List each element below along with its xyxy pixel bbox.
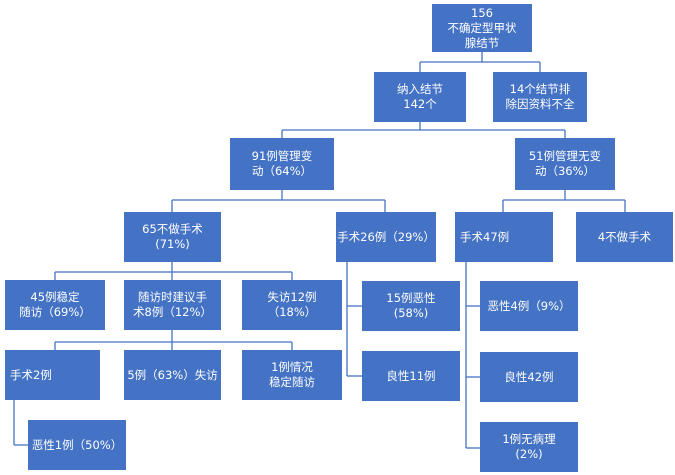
node-stable-1-line-1: 1例情况 [271,360,313,374]
node-stable-45: 45例稳定 随访（69%） [5,280,105,330]
node-malignant-1-line-1: 恶性1例（50%） [31,437,123,452]
node-advised-8-line-2: 术8例（12%） [133,305,212,319]
node-no-surgery-65-line-1: 65不做手术 [142,222,203,236]
node-surgery-2-line-1: 手术2例 [10,367,52,382]
node-managed-unchanged-line-1: 51例管理无变 [528,149,602,163]
node-root-line-1: 156 [471,5,493,20]
node-managed-unchanged: 51例管理无变 动（36%） [515,138,615,190]
node-benign-42: 良性42例 [480,352,578,402]
node-malignant-4: 恶性4例（9%） [480,281,578,331]
node-lost-12-line-2: （18%） [267,305,317,319]
node-managed-changed-line-1: 91例管理变 [251,149,313,163]
node-included-line-1: 纳入结节 [397,82,443,96]
node-malignant-1: 恶性1例（50%） [28,420,126,470]
node-surgery-47: 手术47例 [455,212,553,262]
node-malignant-15-line-2: (58%) [393,306,429,320]
node-malignant-15: 15例恶性 (58%) [362,281,460,331]
node-advised-8-line-1: 随访时建议手 [138,290,207,304]
node-stable-45-line-1: 45例稳定 [30,290,80,304]
node-no-surgery-65: 65不做手术 (71%) [124,212,221,262]
node-excluded: 14个结节排 除因资料不全 [493,72,587,122]
node-included: 纳入结节 142个 [374,72,466,122]
node-managed-changed-line-2: 动（64%） [251,164,313,178]
node-no-pathology-1-line-1: 1例无病理 [502,432,556,446]
node-no-surgery-4-line-1: 4不做手术 [597,229,652,244]
node-excluded-line-1: 14个结节排 [509,82,571,96]
node-malignant-4-line-1: 恶性4例（9%） [487,298,571,313]
node-lost-12-line-1: 失访12例 [267,290,317,304]
node-no-surgery-4: 4不做手术 [576,212,673,262]
node-surgery-26: 手术26例（29%） [336,212,436,262]
node-benign-11-line-1: 良性11例 [386,368,436,383]
node-excluded-line-2: 除因资料不全 [505,97,575,111]
node-managed-changed: 91例管理变 动（64%） [230,138,334,190]
node-malignant-15-line-1: 15例恶性 [386,291,436,305]
node-stable-1: 1例情况 稳定随访 [242,350,342,400]
node-lost-5-line-1: 5例（63%）失访 [127,367,218,382]
node-lost-12: 失访12例 （18%） [242,280,342,330]
node-advised-8: 随访时建议手 术8例（12%） [124,280,221,330]
node-root: 156 不确定型甲状 腺结节 [432,4,532,52]
node-root-line-2: 不确定型甲状 [447,20,517,35]
node-stable-45-line-2: 随访（69%） [19,305,91,319]
node-stable-1-line-2: 稳定随访 [269,375,315,389]
node-root-line-3: 腺结节 [464,35,500,50]
node-included-line-2: 142个 [403,97,437,111]
node-no-pathology-1: 1例无病理 (2%) [480,422,578,472]
node-benign-11: 良性11例 [362,351,460,401]
node-no-pathology-1-line-2: (2%) [515,447,543,461]
node-lost-5: 5例（63%）失访 [124,350,221,400]
node-no-surgery-65-line-2: (71%) [155,237,190,251]
node-surgery-2: 手术2例 [5,350,100,400]
node-surgery-47-line-1: 手术47例 [460,229,510,244]
node-managed-unchanged-line-2: 动（36%） [534,164,596,178]
node-surgery-26-line-1: 手术26例（29%） [337,229,435,244]
node-benign-42-line-1: 良性42例 [504,369,554,384]
